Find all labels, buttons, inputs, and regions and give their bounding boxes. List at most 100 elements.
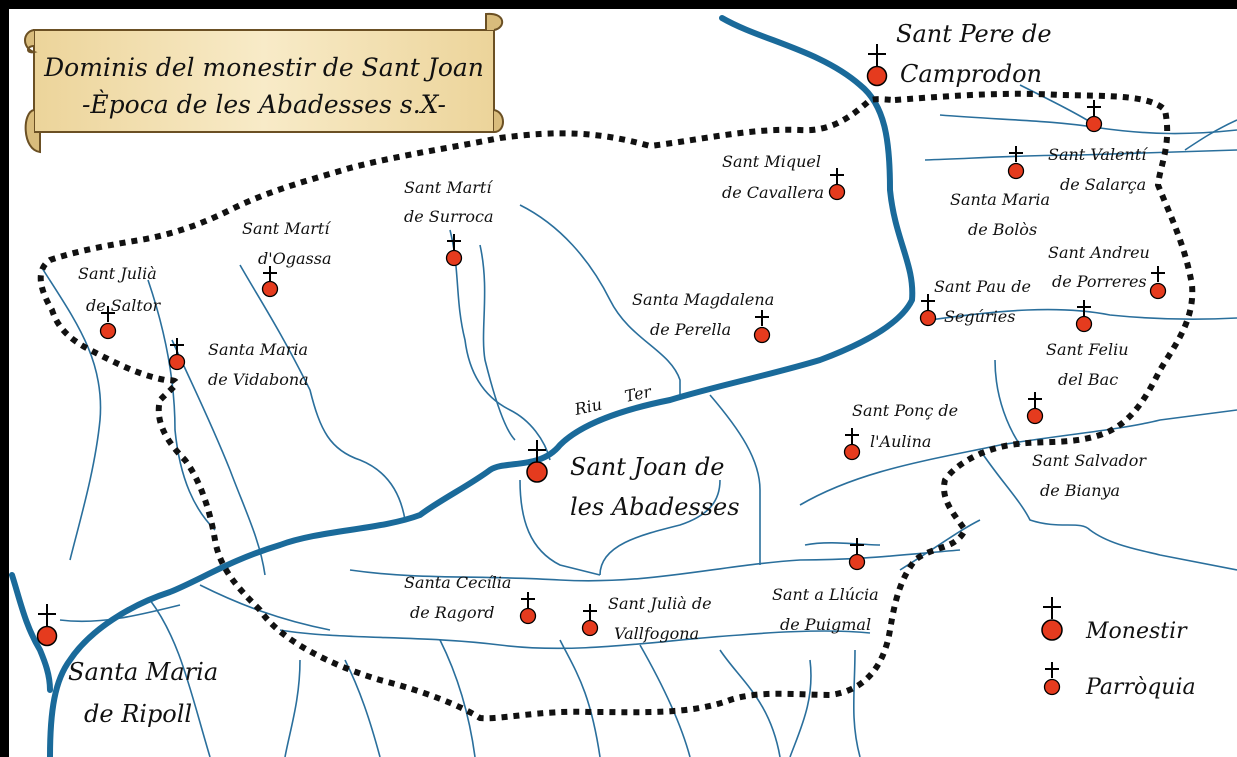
- parish-marker-surroca: [445, 234, 463, 267]
- stream: [284, 659, 301, 757]
- stream: [439, 639, 476, 757]
- label-ragord-1: Santa Cecília: [404, 573, 511, 592]
- stream: [147, 279, 216, 531]
- stream: [149, 599, 211, 757]
- label-aulina-1: Sant Ponç de: [852, 401, 958, 420]
- parish-marker-cavallera: [828, 168, 846, 201]
- stream: [449, 229, 551, 461]
- label-vallfogona-1: Sant Julià de: [608, 594, 712, 613]
- label-vallfogona-2: Vallfogona: [614, 624, 699, 643]
- stream: [479, 244, 516, 441]
- legend-monastery-label: Monestir: [1085, 619, 1188, 644]
- label-ogassa-1: Sant Martí: [242, 219, 331, 238]
- stream: [519, 204, 681, 400]
- label-seguries-1: Sant Pau de: [934, 277, 1031, 296]
- stream: [1184, 119, 1237, 151]
- label-bac-2: del Bac: [1058, 370, 1118, 389]
- label-salarca-1: Sant Valentí: [1048, 145, 1148, 164]
- parish-marker-bianya: [1026, 392, 1044, 425]
- parish-marker-seguries: [919, 294, 937, 327]
- label-perella-1: Santa Magdalena: [632, 290, 774, 309]
- label-camprodon-2: Camprodon: [900, 60, 1042, 88]
- label-ripoll-2: de Ripoll: [84, 700, 192, 728]
- stream: [799, 409, 1237, 506]
- label-sant-joan-1: Sant Joan de: [570, 453, 725, 481]
- label-seguries-2: Segúries: [944, 307, 1015, 326]
- stream: [519, 479, 601, 576]
- label-salarca-2: de Salarça: [1060, 175, 1146, 194]
- river-label-riu: Riu: [572, 395, 604, 420]
- label-bolos-1: Santa Maria: [950, 190, 1050, 209]
- parish-marker-porreres: [1149, 266, 1167, 300]
- parish-marker-vallfogona: [581, 604, 599, 637]
- parish-marker-perella: [753, 310, 771, 344]
- frame-top: [0, 0, 1237, 9]
- parish-marker-puigmal: [848, 538, 866, 571]
- stream: [852, 649, 861, 757]
- stream: [924, 149, 1237, 161]
- parish-marker-saltor: [99, 306, 117, 340]
- label-sant-joan-2: les Abadesses: [570, 493, 740, 521]
- label-bac-1: Sant Feliu: [1046, 340, 1129, 359]
- stream: [979, 449, 1237, 571]
- label-bianya-1: Sant Salvador: [1032, 451, 1147, 470]
- label-ragord-2: de Ragord: [410, 603, 495, 622]
- label-saltor-2: de Saltor: [86, 296, 161, 315]
- stream: [804, 541, 881, 546]
- stream: [994, 359, 1021, 446]
- label-cavallera-2: de Cavallera: [722, 183, 824, 202]
- parish-marker-salarca: [1085, 100, 1103, 133]
- label-bolos-2: de Bolòs: [968, 220, 1037, 239]
- parish-markers: [99, 100, 1167, 637]
- parish-marker-bac: [1075, 300, 1093, 333]
- stream: [344, 659, 381, 757]
- stream: [709, 394, 761, 565]
- stream: [349, 549, 961, 582]
- label-porreres-2: de Porreres: [1052, 272, 1147, 291]
- label-perella-2: de Perella: [650, 320, 731, 339]
- label-puigmal-1: Sant a Llúcia: [772, 585, 879, 604]
- frame-left: [0, 0, 9, 757]
- domain-boundary: [37, 90, 1196, 722]
- legend-parish-label: Parròquia: [1085, 675, 1196, 700]
- monastery-marker-sant-joan: [526, 440, 548, 483]
- legend-parish-icon: [1043, 662, 1061, 696]
- parish-marker-aulina: [843, 428, 861, 461]
- stream: [199, 584, 331, 631]
- stream: [929, 308, 1237, 321]
- monastery-marker-ripoll: [36, 604, 58, 647]
- label-vidabona-1: Santa Maria: [208, 340, 308, 359]
- parish-marker-ragord: [519, 592, 537, 625]
- stream: [559, 639, 601, 757]
- stream: [279, 629, 871, 650]
- label-aulina-2: l'Aulina: [870, 432, 931, 451]
- stream: [639, 644, 691, 757]
- label-vidabona-2: de Vidabona: [208, 370, 309, 389]
- label-saltor-1: Sant Julià: [78, 264, 157, 283]
- stream: [41, 267, 102, 561]
- label-porreres-1: Sant Andreu: [1048, 243, 1150, 262]
- legend: Monestir Parròquia: [1041, 597, 1196, 700]
- stream: [599, 479, 721, 576]
- label-cavallera-1: Sant Miquel: [722, 152, 821, 171]
- label-puigmal-2: de Puigmal: [780, 615, 871, 634]
- river-ter: [9, 15, 916, 757]
- title-scroll: Dominis del monestir de Sant Joan -Època…: [24, 12, 504, 154]
- stream: [789, 659, 812, 757]
- parish-marker-bolos: [1007, 146, 1025, 180]
- stream: [171, 339, 266, 576]
- map-title-line1: Dominis del monestir de Sant Joan: [43, 53, 484, 82]
- label-ogassa-2: d'Ogassa: [258, 249, 332, 268]
- label-surroca-1: Sant Martí: [404, 178, 493, 197]
- stream: [239, 264, 406, 521]
- legend-monastery-icon: [1041, 597, 1063, 641]
- label-surroca-2: de Surroca: [404, 207, 494, 226]
- parish-marker-vidabona: [168, 338, 186, 371]
- parish-marker-ogassa: [261, 266, 279, 298]
- monastery-marker-camprodon: [866, 44, 888, 87]
- streams: [41, 84, 1237, 757]
- map-title-line2: -Època de les Abadesses s.X-: [82, 90, 446, 119]
- label-camprodon-1: Sant Pere de: [896, 20, 1052, 48]
- label-bianya-2: de Bianya: [1040, 481, 1120, 500]
